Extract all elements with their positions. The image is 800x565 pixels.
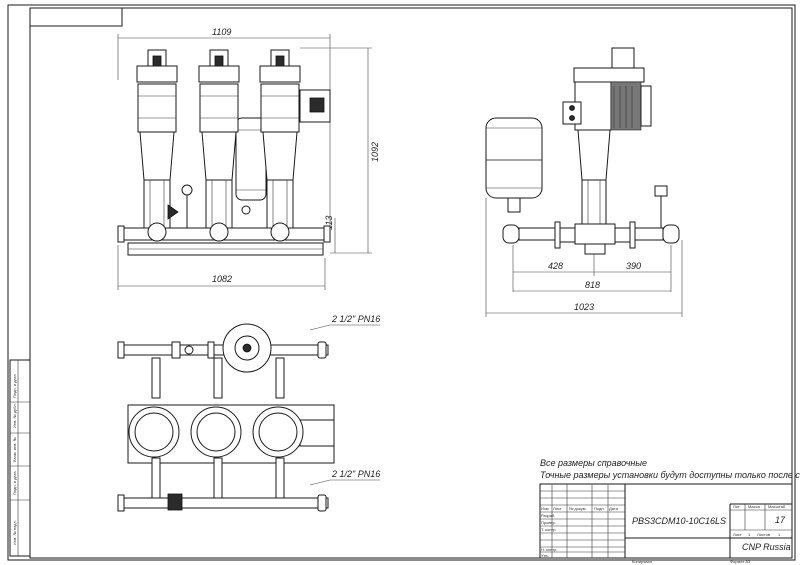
tb-data: Дата bbox=[609, 506, 619, 511]
dim-side-left: 428 bbox=[548, 261, 563, 271]
sheet-border bbox=[7, 4, 796, 561]
tb-dokum: № докум. bbox=[569, 506, 587, 511]
tb-sheets: Листов bbox=[757, 532, 770, 537]
side-strip-label-5: Подп. и дата bbox=[12, 374, 17, 398]
title-block: Изм Лист № докум. Подп. Дата Разраб. Про… bbox=[539, 483, 793, 559]
tb-tkontr: Т. контр. bbox=[541, 527, 557, 532]
top-pipe-label: 2 1/2" PN16 bbox=[331, 314, 380, 324]
note-line-1: Все размеры справочные bbox=[540, 458, 647, 468]
tb-scale: Масштаб bbox=[768, 504, 786, 509]
side-strip-label-2: Подп. и дата bbox=[12, 471, 17, 495]
dim-side-overall: 1023 bbox=[574, 302, 594, 312]
tb-copied: Копировал bbox=[632, 559, 653, 564]
tb-mass: Масса bbox=[748, 504, 761, 509]
front-pump-3 bbox=[259, 49, 331, 242]
tb-prover: Провер. bbox=[541, 520, 556, 525]
tb-company: CNP Russia bbox=[742, 542, 791, 552]
bottom-pipe-label: 2 1/2" PN16 bbox=[331, 469, 380, 479]
side-strip-label-1: Инв. № подл. bbox=[12, 520, 17, 545]
tb-sheet-count: 17 bbox=[775, 515, 786, 525]
tb-format: Формат А3 bbox=[730, 559, 751, 564]
top-view: 2 1/2" PN16 2 1/2" PN16 bbox=[117, 314, 380, 512]
front-view: 1109 1092 113 1082 bbox=[117, 27, 380, 290]
tb-utv: Утв. bbox=[541, 553, 549, 558]
tb-lit: Лит bbox=[733, 504, 740, 509]
side-strip-label-3: Взам. инв. № bbox=[12, 437, 17, 462]
side-strip-label-4: Инв. № дубл. bbox=[12, 403, 17, 428]
dim-front-width-bottom: 1082 bbox=[212, 274, 232, 284]
tb-sheet-num: 1 bbox=[748, 532, 751, 537]
tb-list: Лист bbox=[553, 506, 562, 511]
front-pump-1 bbox=[136, 49, 178, 242]
tb-izm: Изм bbox=[541, 506, 549, 511]
tb-razrab: Разраб. bbox=[541, 513, 555, 518]
side-strip: Инв. № подл. Подп. и дата Взам. инв. № И… bbox=[9, 359, 31, 557]
dim-front-height: 1092 bbox=[370, 142, 380, 162]
dim-side-right: 390 bbox=[626, 261, 641, 271]
tb-sheet: Лист bbox=[733, 532, 742, 537]
inner-frame bbox=[29, 7, 793, 559]
top-left-stamp bbox=[29, 7, 123, 27]
dim-side-total: 818 bbox=[585, 280, 600, 290]
dim-front-width-top: 1109 bbox=[212, 27, 231, 37]
tb-sheets-num: 1 bbox=[778, 532, 781, 537]
note-line-2: Точные размеры установки будут доступны … bbox=[540, 470, 800, 480]
dim-base-height: 113 bbox=[324, 216, 334, 230]
tb-podp: Подп. bbox=[594, 506, 605, 511]
tb-designation: PBS3CDM10-10C16LS bbox=[632, 516, 726, 526]
tb-nkontr: Н. контр. bbox=[541, 547, 558, 552]
front-pump-2 bbox=[198, 49, 240, 242]
side-view: 428 390 818 1023 bbox=[485, 47, 683, 317]
